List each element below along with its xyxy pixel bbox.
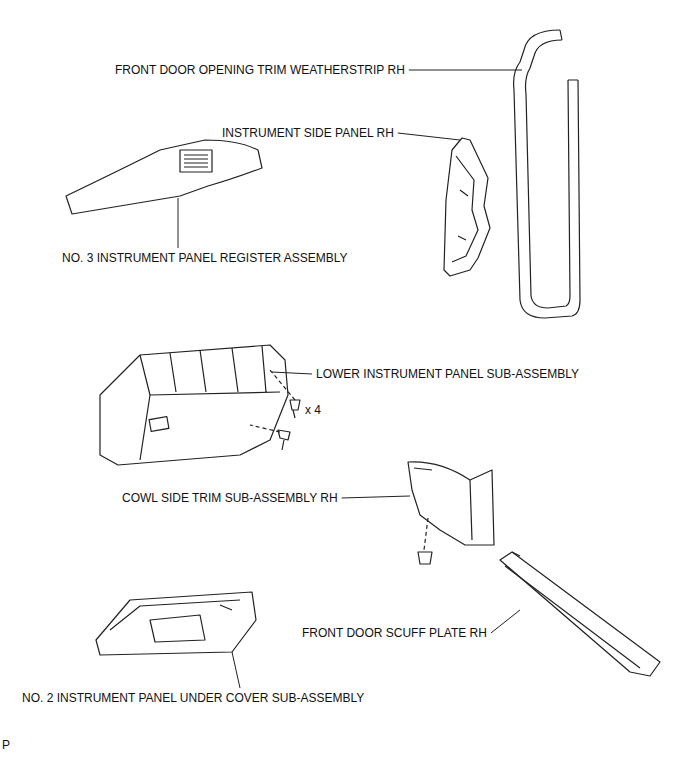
- part-name: FRONT DOOR SCUFF PLATE RH: [302, 626, 487, 640]
- under-cover-detail: [110, 600, 240, 642]
- scuff-plate-edge: [505, 552, 640, 668]
- lower-panel: [100, 345, 288, 465]
- scuff-plate: [500, 552, 660, 676]
- leader-line: [409, 70, 522, 71]
- leader-line: [398, 133, 460, 140]
- side-panel-detail: [452, 156, 478, 262]
- clip: [418, 552, 432, 564]
- side-panel: [444, 138, 490, 276]
- register: [66, 140, 262, 214]
- screw: [278, 430, 290, 450]
- part-name: NO. 2 INSTRUMENT PANEL UNDER COVER SUB-A…: [22, 691, 364, 705]
- leader-line: [342, 496, 410, 498]
- weatherstrip-top: [560, 30, 578, 80]
- quantity-note: x 4: [305, 403, 321, 417]
- leader-line: [232, 652, 240, 688]
- lower-panel-ribs: [140, 346, 280, 460]
- register-louvers: [184, 155, 208, 167]
- under-cover: [96, 592, 256, 655]
- cowl-trim: [408, 462, 494, 545]
- leader-line: [491, 610, 520, 633]
- part-name: NO. 3 INSTRUMENT PANEL REGISTER ASSEMBLY: [62, 251, 348, 265]
- register-vent: [180, 150, 212, 172]
- leader-line: [272, 372, 312, 374]
- lower-panel-latch: [149, 417, 169, 432]
- part-name: LOWER INSTRUMENT PANEL SUB-ASSEMBLY: [316, 367, 579, 381]
- part-name: FRONT DOOR OPENING TRIM WEATHERSTRIP RH: [115, 63, 405, 77]
- cowl-trim-detail: [414, 468, 472, 540]
- screw: [290, 400, 300, 418]
- screw-path: [250, 370, 295, 432]
- figure-code: P: [2, 738, 10, 752]
- part-name: COWL SIDE TRIM SUB-ASSEMBLY RH: [122, 491, 338, 505]
- part-name: INSTRUMENT SIDE PANEL RH: [222, 126, 394, 140]
- leader-line: [178, 198, 179, 248]
- weatherstrip: [514, 30, 580, 318]
- weatherstrip-inner: [526, 40, 571, 308]
- clip-path: [424, 518, 428, 550]
